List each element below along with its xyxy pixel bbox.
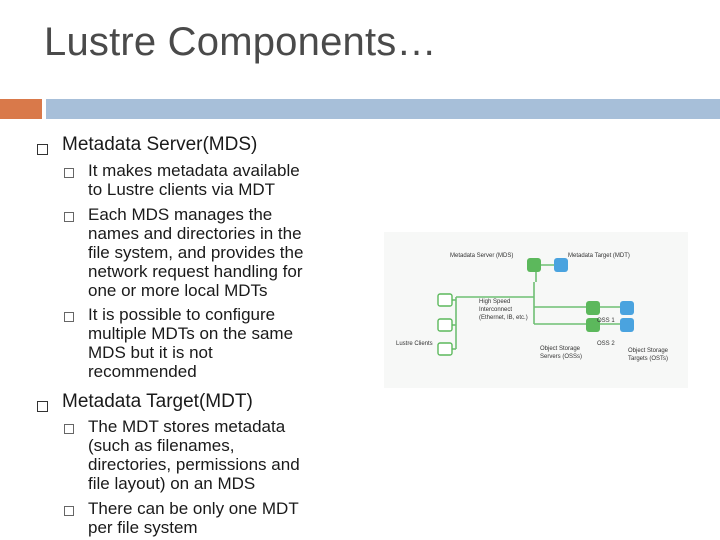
interconnect-label-3: (Ethernet, IB, etc.) [479, 315, 528, 321]
ost-label-2: Targets (OSTs) [628, 356, 668, 362]
client-computer-icon [437, 293, 453, 307]
lustre-architecture-diagram: Metadata Server (MDS) Metadata Target (M… [384, 232, 688, 388]
accent-bar-blue [46, 99, 720, 119]
mds-label: Metadata Server (MDS) [450, 253, 513, 259]
client-computer-icon [437, 342, 453, 356]
sub-bullet-icon [64, 312, 74, 322]
mds-server-icon [527, 258, 541, 272]
ost-label-1: Object Storage [628, 348, 669, 354]
slide-title: Lustre Components… [44, 20, 437, 64]
interconnect-label-1: High Speed [479, 299, 510, 305]
interconnect-label-2: Interconnect [479, 307, 512, 313]
sub-bullet-icon [64, 424, 74, 434]
section-heading-mds: Metadata Server(MDS) [62, 134, 258, 155]
oss-label-2: Servers (OSSs) [540, 354, 582, 360]
sub-bullet-icon [64, 506, 74, 516]
oss2-server-icon [586, 318, 600, 332]
oss2-label: OSS 2 [597, 341, 615, 347]
section-heading-mdt: Metadata Target(MDT) [62, 391, 253, 412]
mdt-storage-icon [554, 258, 568, 272]
ost2-storage-icon [620, 318, 634, 332]
sub-bullet-icon [64, 212, 74, 222]
sub-bullet-icon [64, 168, 74, 178]
bullet-box-icon [37, 144, 48, 155]
client-computer-icon [437, 318, 453, 332]
clients-label: Lustre Clients [396, 341, 433, 347]
accent-bar-orange [0, 99, 42, 119]
oss-label-1: Object Storage [540, 346, 581, 352]
bullet-box-icon [37, 401, 48, 412]
bullet-text: The MDT stores metadata(such as filename… [88, 417, 300, 493]
oss1-label: OSS 1 [597, 318, 615, 324]
mdt-label: Metadata Target (MDT) [568, 253, 630, 259]
ost1-storage-icon [620, 301, 634, 315]
oss1-server-icon [586, 301, 600, 315]
diagram-svg: Metadata Server (MDS) Metadata Target (M… [396, 253, 669, 362]
